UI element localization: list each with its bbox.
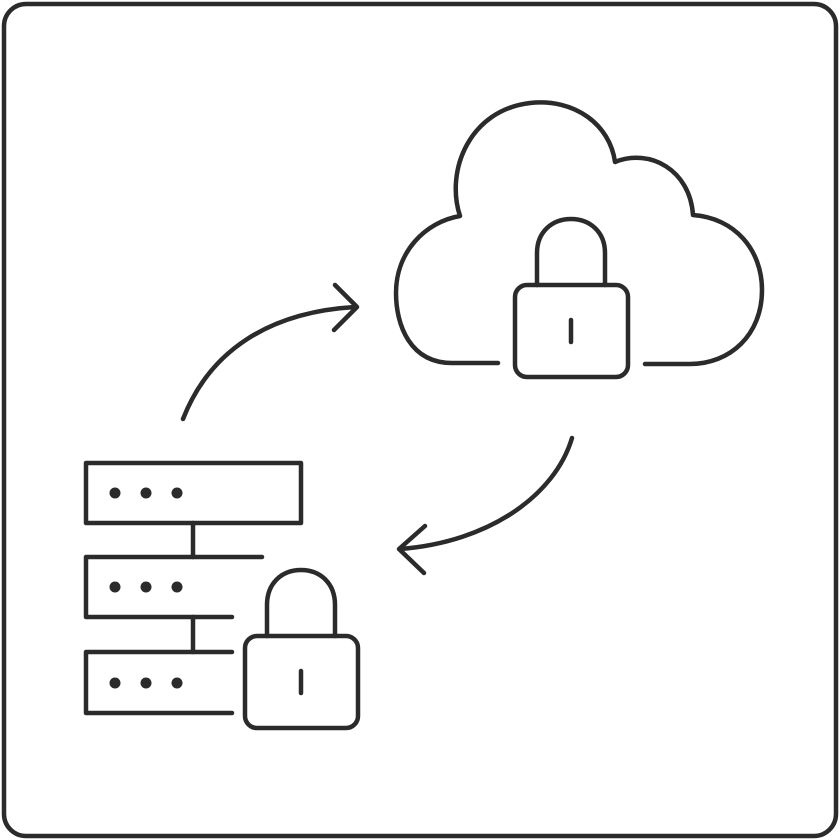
cloud-icon bbox=[393, 100, 765, 367]
padlock-icon bbox=[512, 216, 631, 380]
curved-arrow-left-icon bbox=[396, 435, 575, 576]
server-rack-icon bbox=[83, 460, 304, 716]
padlock-icon bbox=[242, 567, 361, 731]
curved-arrow-right-icon bbox=[180, 282, 360, 422]
